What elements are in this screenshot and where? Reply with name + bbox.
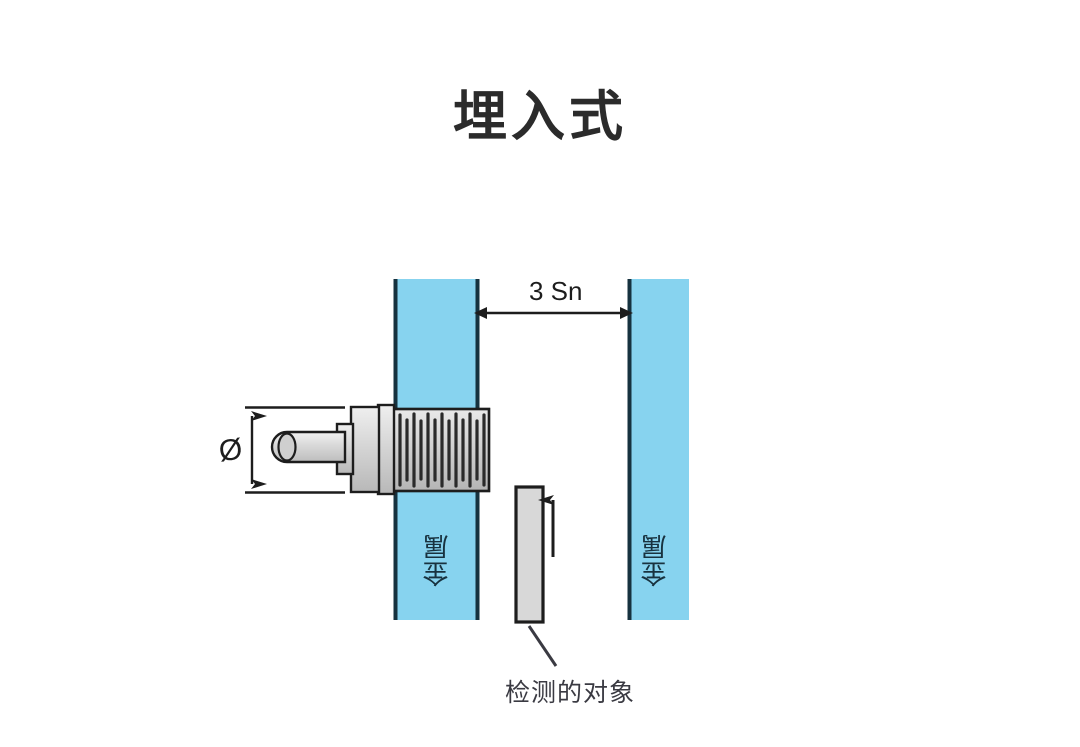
right-metal-block [627, 279, 689, 620]
sensor-cable [270, 430, 347, 464]
gap-dimension-label: 3 Sn [529, 276, 583, 306]
sensor-nut [349, 405, 381, 494]
sensor-collar [376, 403, 396, 496]
left-metal-block-label: 金属 [422, 533, 452, 587]
sensor-thread [391, 407, 491, 493]
target-leader-line [527, 625, 558, 667]
detection-target-caption: 检测的对象 [505, 679, 636, 707]
page-title: 埋入式 [453, 87, 627, 147]
diameter-symbol: Ø [217, 432, 244, 469]
right-metal-block-label: 金属 [640, 533, 670, 587]
diameter-dimension [245, 406, 345, 494]
detection-target-bar [514, 485, 545, 624]
